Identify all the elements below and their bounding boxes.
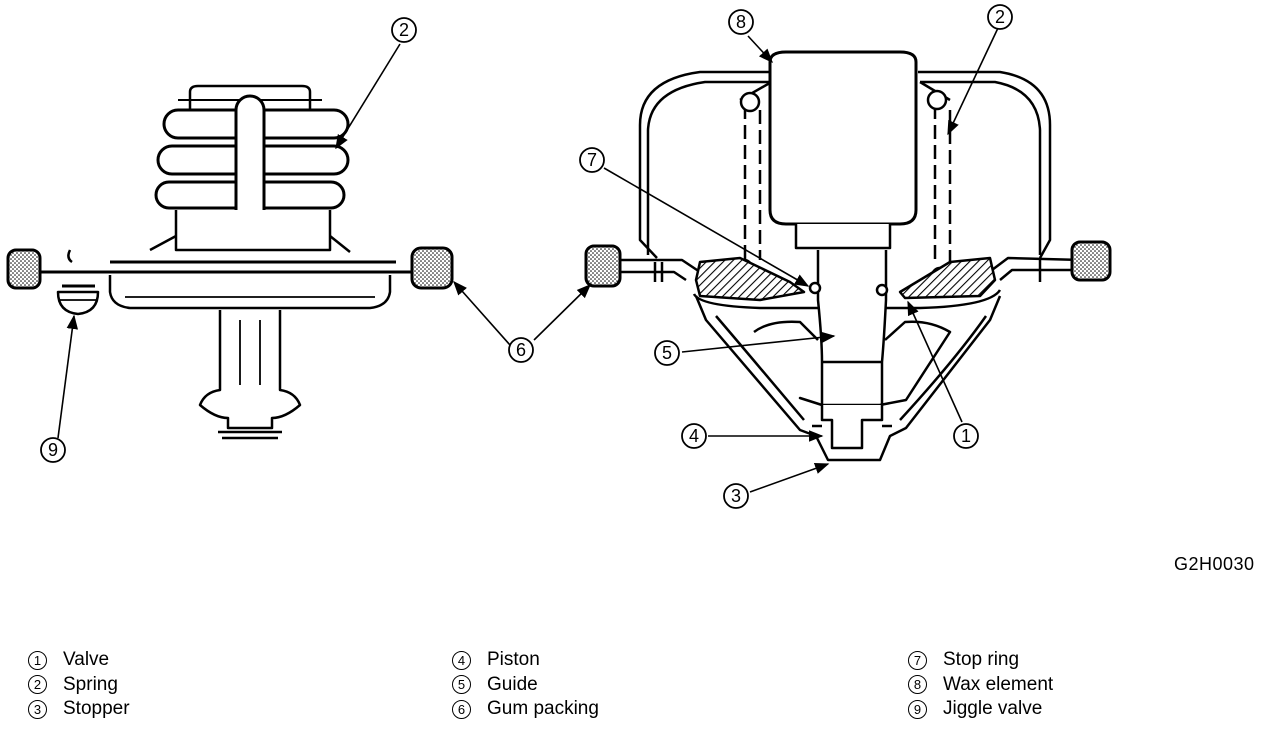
legend-label: Stop ring [943, 649, 1020, 670]
callout-gum-packing: 6 [508, 337, 534, 363]
wax-element [768, 50, 918, 250]
legend-label: Jiggle valve [943, 698, 1043, 719]
svg-text:3: 3 [731, 486, 741, 506]
right-gum-packing-right [1070, 240, 1112, 282]
legend-item: 8 Wax element [908, 673, 1053, 698]
callout-valve: 1 [953, 423, 979, 449]
legend-label: Stopper [63, 698, 130, 719]
svg-text:7: 7 [587, 150, 597, 170]
callout-wax-element: 8 [728, 9, 754, 35]
legend-number: 6 [452, 699, 471, 719]
svg-text:4: 4 [689, 426, 699, 446]
legend-item: 4 Piston [452, 648, 599, 673]
legend-column-2: 4 Piston 5 Guide 6 Gum packing [452, 648, 599, 722]
right-gum-packing-left [584, 244, 622, 288]
legend-item: 3 Stopper [28, 697, 130, 722]
legend-number: 3 [28, 699, 47, 719]
legend-number: 2 [28, 675, 47, 695]
svg-text:6: 6 [516, 340, 526, 360]
callout-jiggle-valve: 9 [40, 437, 66, 463]
legend-number: 8 [908, 675, 927, 695]
legend-label: Valve [63, 649, 110, 670]
legend-column-3: 7 Stop ring 8 Wax element 9 Jiggle valve [908, 648, 1053, 722]
legend-item: 5 Guide [452, 673, 599, 698]
legend-number: 1 [28, 650, 47, 670]
legend-item: 7 Stop ring [908, 648, 1053, 673]
legend-label: Spring [63, 673, 118, 695]
legend-label: Piston [487, 649, 540, 670]
legend-number: 9 [908, 699, 927, 719]
left-thermostat-view [6, 84, 454, 440]
legend-number: 5 [452, 675, 471, 695]
svg-text:5: 5 [662, 343, 672, 363]
callout-stop-ring: 7 [579, 147, 605, 173]
legend-column-1: 1 Valve 2 Spring 3 Stopper [28, 648, 130, 722]
legend-number: 7 [908, 650, 927, 670]
right-thermostat-section [584, 50, 1112, 462]
callout-guide: 5 [654, 340, 680, 366]
leader-lines [57, 27, 999, 493]
callout-right-spring: 2 [987, 4, 1013, 30]
svg-text:1: 1 [961, 426, 971, 446]
callouts: 2 6 9 8 2 7 5 4 3 1 [40, 4, 1013, 509]
left-jiggle-valve [56, 249, 100, 316]
legend-label: Gum packing [487, 698, 599, 719]
left-gum-packing-left [6, 248, 42, 290]
legend-label: Guide [487, 673, 538, 695]
legend-number: 4 [452, 650, 471, 670]
callout-piston: 4 [681, 423, 707, 449]
callout-stopper: 3 [723, 483, 749, 509]
legend-item: 2 Spring [28, 673, 130, 698]
legend-label: Wax element [943, 673, 1054, 695]
thermostat-diagram: 2 6 9 8 2 7 5 4 3 1 [6, 4, 1112, 509]
figure-code: G2H0030 [1174, 554, 1255, 574]
svg-text:9: 9 [48, 440, 58, 460]
svg-text:2: 2 [399, 20, 409, 40]
legend-item: 6 Gum packing [452, 697, 599, 722]
callout-left-spring: 2 [391, 17, 417, 43]
svg-text:2: 2 [995, 7, 1005, 27]
legend-item: 1 Valve [28, 648, 130, 673]
left-gum-packing-right [410, 246, 454, 290]
svg-text:8: 8 [736, 12, 746, 32]
legend-item: 9 Jiggle valve [908, 697, 1053, 722]
